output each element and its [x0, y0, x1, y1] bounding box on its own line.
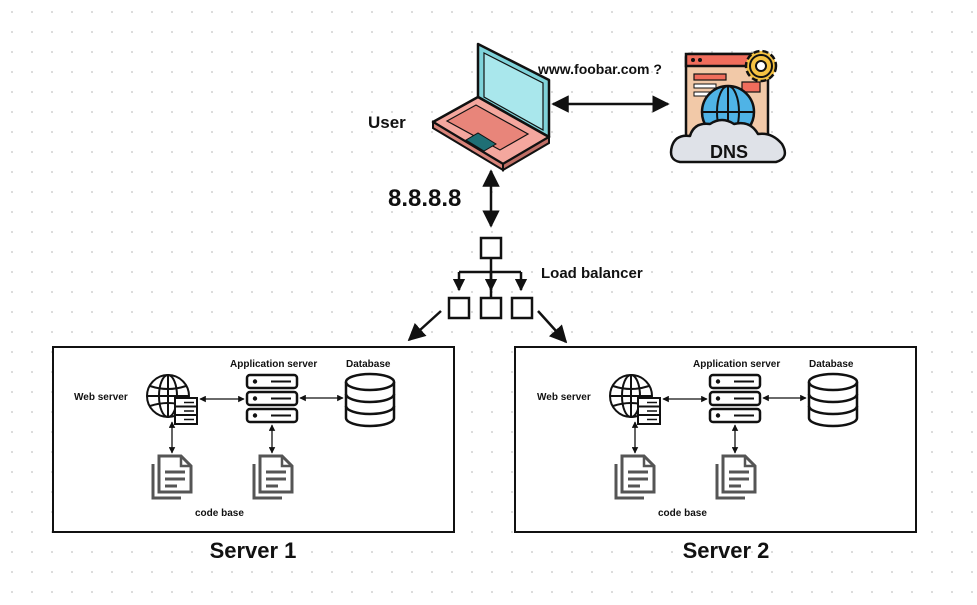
server-2: Web server Application server Database c…: [514, 346, 917, 533]
user-label: User: [368, 113, 406, 132]
web-server-label: Web server: [74, 392, 128, 403]
dns-icon: [669, 49, 787, 164]
lb-server2-arrow: [537, 310, 568, 344]
database-label: Database: [809, 359, 854, 370]
lb-server1-arrow: [407, 310, 442, 342]
database-label: Database: [346, 359, 391, 370]
app-server-rack-icon: [708, 373, 762, 424]
gear-icon: [744, 49, 778, 83]
database-icon: [344, 372, 396, 428]
dns-label: DNS: [710, 142, 748, 162]
server-1-title: Server 1: [210, 538, 297, 563]
load-balancer-label: Load balancer: [541, 265, 643, 282]
app-code-docs-icon: [252, 454, 294, 500]
laptop-icon: [431, 42, 551, 172]
ip-label: 8.8.8.8: [388, 185, 461, 212]
app-server-label: Application server: [230, 359, 317, 370]
web-code-docs-icon: [151, 454, 193, 500]
app-server-label: Application server: [693, 359, 780, 370]
web-server-mini-icon: [174, 397, 198, 425]
web-server-label: Web server: [537, 392, 591, 403]
web-server-mini-icon: [637, 397, 661, 425]
code-base-label: code base: [195, 508, 244, 519]
database-icon: [807, 372, 859, 428]
app-server-rack-icon: [245, 373, 299, 424]
web-code-docs-icon: [614, 454, 656, 500]
server-1: Web server Application server Database c…: [52, 346, 455, 533]
app-code-docs-icon: [715, 454, 757, 500]
server-2-title: Server 2: [683, 538, 770, 563]
load-balancer-icon: [447, 236, 534, 320]
dns-query-label: www.foobar.com ?: [537, 61, 662, 77]
code-base-label: code base: [658, 508, 707, 519]
